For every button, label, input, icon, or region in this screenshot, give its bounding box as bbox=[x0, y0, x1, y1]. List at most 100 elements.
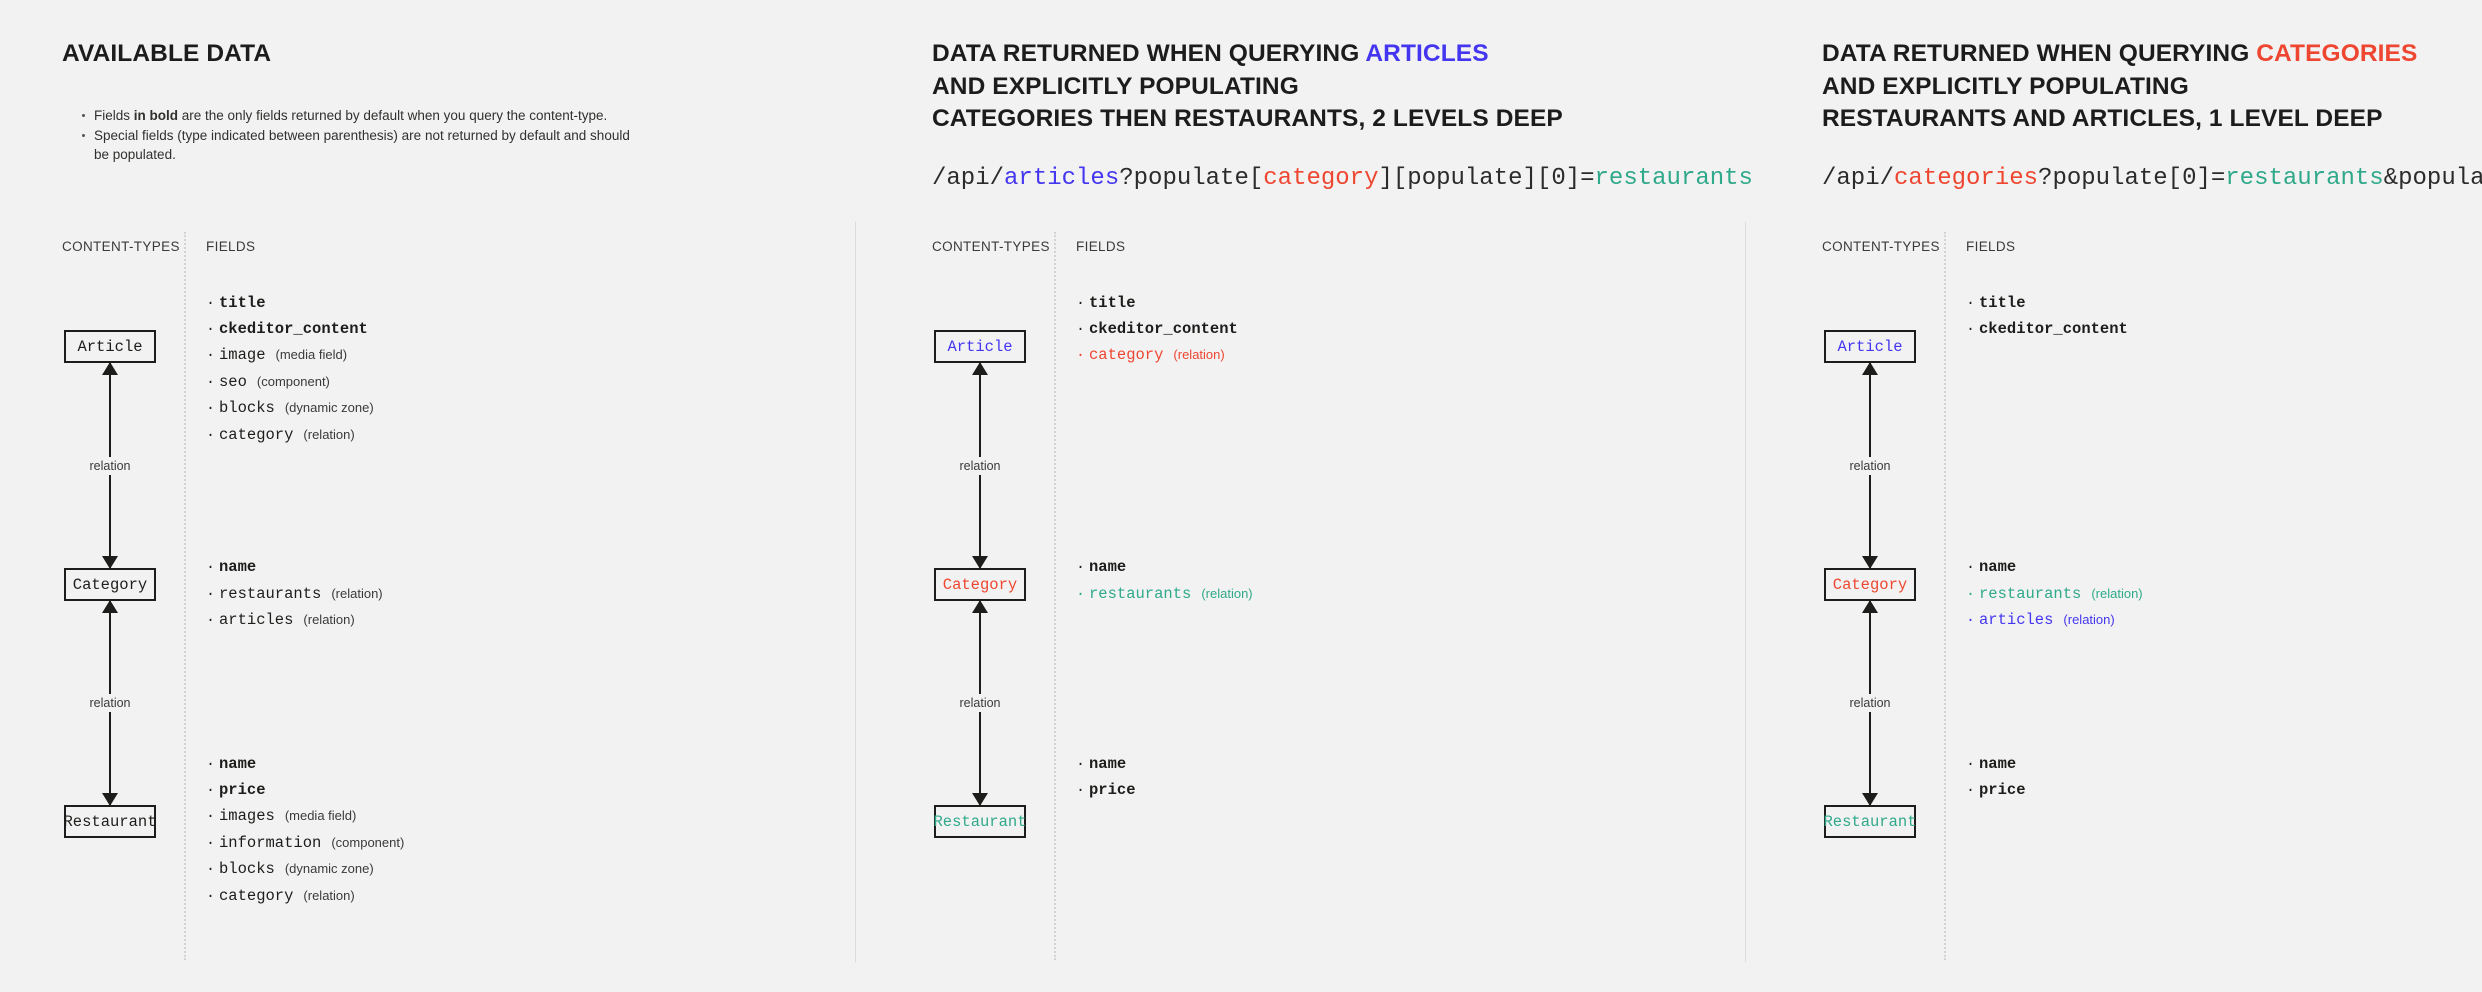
arrow-head-up-icon bbox=[1862, 362, 1878, 375]
field-name: name bbox=[1089, 755, 1127, 773]
field-row: ·information(component) bbox=[206, 830, 404, 857]
field-name: name bbox=[219, 755, 257, 773]
title-segment: AND EXPLICITLY POPULATING bbox=[1822, 72, 2189, 100]
field-row: ·blocks (dynamic zone) bbox=[206, 856, 404, 883]
field-group-article: ·title·ckeditor_content·image(media fiel… bbox=[206, 291, 374, 448]
field-name: restaurants bbox=[1979, 584, 2082, 603]
bullet-icon: · bbox=[206, 808, 216, 825]
content-type-box-category[interactable]: Category bbox=[934, 568, 1026, 601]
field-name: name bbox=[1979, 558, 2017, 576]
relation-label: relation bbox=[954, 694, 1006, 712]
panel-separator-1 bbox=[855, 222, 856, 962]
field-group-category: ·name·restaurants(relation)·articles(rel… bbox=[206, 555, 383, 634]
bullet-icon: · bbox=[206, 756, 216, 773]
content-type-box-article[interactable]: Article bbox=[64, 330, 156, 363]
panel-separator-2 bbox=[1745, 222, 1746, 962]
arrow-head-down-icon bbox=[972, 793, 988, 806]
title-segment: RESTAURANTS AND ARTICLES, 1 LEVEL DEEP bbox=[1822, 105, 2383, 132]
field-name: price bbox=[1089, 780, 1136, 799]
fields-divider bbox=[1944, 232, 1946, 960]
bullet-icon: · bbox=[1966, 320, 1976, 338]
bullet-icon: · bbox=[1966, 781, 1976, 799]
field-name: articles bbox=[219, 611, 294, 629]
field-row: ·name bbox=[1966, 555, 2143, 581]
field-name: seo bbox=[219, 372, 247, 391]
bullet-icon: · bbox=[1076, 347, 1086, 364]
field-row: ·restaurants(relation) bbox=[1076, 581, 1253, 608]
bullet-icon: · bbox=[206, 400, 216, 417]
bullet-icon: · bbox=[1966, 295, 1976, 312]
content-type-box-category[interactable]: Category bbox=[64, 568, 156, 601]
field-name: name bbox=[1979, 755, 2017, 773]
field-type: (relation) bbox=[303, 887, 355, 903]
content-type-box-article[interactable]: Article bbox=[1824, 330, 1916, 363]
bullet-icon: · bbox=[206, 347, 216, 364]
content-type-box-restaurant[interactable]: Restaurant bbox=[934, 805, 1027, 838]
bullet-icon: · bbox=[1076, 295, 1086, 312]
column-header-content-types: CONTENT-TYPES bbox=[932, 239, 1050, 254]
column-header-fields: FIELDS bbox=[1966, 239, 2016, 254]
arrow-head-down-icon bbox=[102, 556, 118, 569]
field-group-article: ·title·ckeditor_content bbox=[1966, 291, 2128, 342]
bullet-icon: · bbox=[206, 861, 216, 878]
arrow-head-up-icon bbox=[102, 600, 118, 613]
url-segment: /api/ bbox=[1822, 165, 1895, 192]
intro-bullet: Fields in bold are the only fields retur… bbox=[82, 106, 636, 125]
field-name: restaurants bbox=[1089, 584, 1192, 603]
bullet-icon: · bbox=[1076, 756, 1086, 773]
field-group-restaurant: ·name·price bbox=[1076, 752, 1136, 803]
field-row: ·articles(relation) bbox=[206, 607, 383, 634]
url-segment: ][populate][0]= bbox=[1378, 165, 1595, 192]
field-row: ·name bbox=[1076, 752, 1136, 778]
arrow-head-up-icon bbox=[102, 362, 118, 375]
field-row: ·images(media field) bbox=[206, 803, 404, 830]
field-type: (media field) bbox=[275, 347, 348, 362]
url-segment: ?populate[ bbox=[1119, 165, 1264, 192]
url-segment: categories bbox=[1894, 165, 2039, 192]
field-type: (dynamic zone) bbox=[284, 861, 374, 876]
field-name: blocks bbox=[219, 860, 275, 878]
bullet-icon: · bbox=[206, 320, 216, 338]
field-row: ·name bbox=[206, 752, 404, 778]
api-endpoint-url: /api/articles?populate[category][populat… bbox=[932, 164, 1753, 194]
field-name: category bbox=[1089, 346, 1164, 364]
field-name: name bbox=[219, 558, 257, 576]
field-group-article: ·title·ckeditor_content·category(relatio… bbox=[1076, 291, 1238, 369]
url-segment: restaurants bbox=[1594, 165, 1753, 192]
field-type: (media field) bbox=[284, 808, 357, 823]
field-row: ·name bbox=[1966, 752, 2026, 778]
content-type-box-article[interactable]: Article bbox=[934, 330, 1026, 363]
url-segment: ?populate[0]= bbox=[2038, 165, 2226, 192]
intro-bullet: Special fields (type indicated between p… bbox=[82, 126, 636, 164]
arrow-head-up-icon bbox=[1862, 600, 1878, 613]
title-segment: ARTICLES bbox=[1365, 40, 1489, 67]
bullet-icon: · bbox=[1966, 612, 1976, 629]
field-name: price bbox=[1979, 780, 2026, 799]
field-row: ·blocks(dynamic zone) bbox=[206, 395, 374, 422]
field-name: title bbox=[219, 294, 266, 312]
arrow-head-down-icon bbox=[1862, 793, 1878, 806]
field-row: ·price bbox=[206, 778, 404, 804]
field-type: (relation) bbox=[2091, 585, 2143, 601]
bullet-icon: · bbox=[1076, 781, 1086, 799]
url-segment: articles bbox=[1004, 165, 1120, 192]
bullet-icon: · bbox=[206, 373, 216, 391]
field-type: (component) bbox=[331, 834, 405, 850]
title-segment: DATA RETURNED WHEN QUERYING bbox=[932, 40, 1366, 67]
content-type-box-restaurant[interactable]: Restaurant bbox=[64, 805, 157, 838]
field-name: category bbox=[219, 886, 294, 905]
bullet-icon: · bbox=[206, 295, 216, 312]
bullet-icon: · bbox=[1966, 585, 1976, 603]
field-name: image bbox=[219, 346, 266, 364]
field-name: blocks bbox=[219, 399, 275, 417]
arrow-head-down-icon bbox=[102, 793, 118, 806]
bullet-icon: · bbox=[206, 781, 216, 799]
bullet-icon: · bbox=[206, 887, 216, 905]
bullet-icon: · bbox=[206, 426, 216, 444]
content-type-box-restaurant[interactable]: Restaurant bbox=[1824, 805, 1917, 838]
field-row: ·price bbox=[1966, 778, 2026, 804]
column-header-fields: FIELDS bbox=[206, 239, 256, 254]
content-type-box-category[interactable]: Category bbox=[1824, 568, 1916, 601]
